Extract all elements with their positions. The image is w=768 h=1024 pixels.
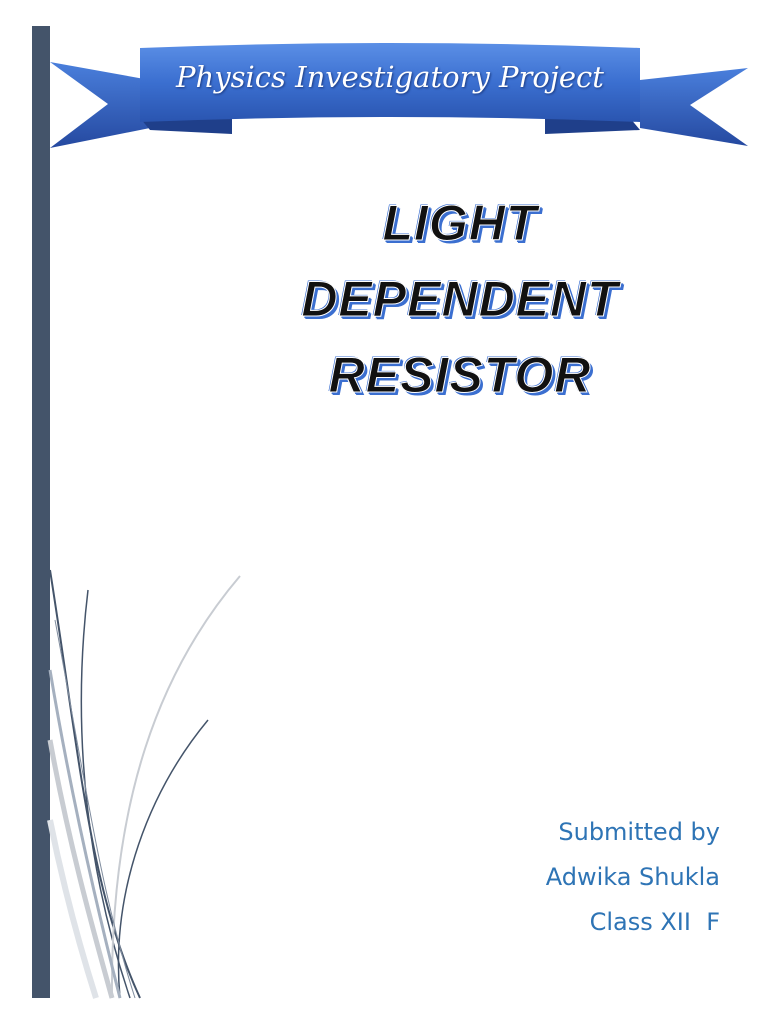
swoosh-curve	[80, 589, 131, 999]
swoosh-curve	[47, 819, 99, 999]
swoosh-curve	[117, 719, 209, 999]
ribbon-left-fold	[140, 118, 232, 134]
swoosh-curve	[48, 669, 122, 999]
submitted-by-label: Submitted by	[558, 818, 720, 846]
title-line-3: RESISTOR	[328, 347, 592, 404]
student-class: Class XII F	[589, 908, 720, 936]
ribbon-right-fold	[545, 118, 640, 134]
ribbon-left-tail	[50, 62, 150, 148]
decorative-swooshes	[47, 569, 241, 999]
swoosh-curve	[47, 739, 115, 999]
title-line-2: DEPENDENT	[301, 271, 619, 328]
swoosh-curve	[54, 619, 136, 999]
ribbon-right-tail	[640, 68, 748, 146]
ribbon-main-band	[140, 43, 640, 122]
student-name: Adwika Shukla	[545, 863, 720, 891]
banner-title: Physics Investigatory Project	[176, 60, 604, 94]
left-accent-bar	[32, 26, 50, 998]
title-line-1: LIGHT	[382, 195, 538, 252]
submission-info: Submitted by Adwika Shukla Class XII F	[546, 810, 720, 945]
project-title: LIGHT DEPENDENT RESISTOR	[250, 185, 670, 413]
swoosh-curve	[110, 575, 241, 999]
ribbon-banner	[50, 43, 748, 148]
